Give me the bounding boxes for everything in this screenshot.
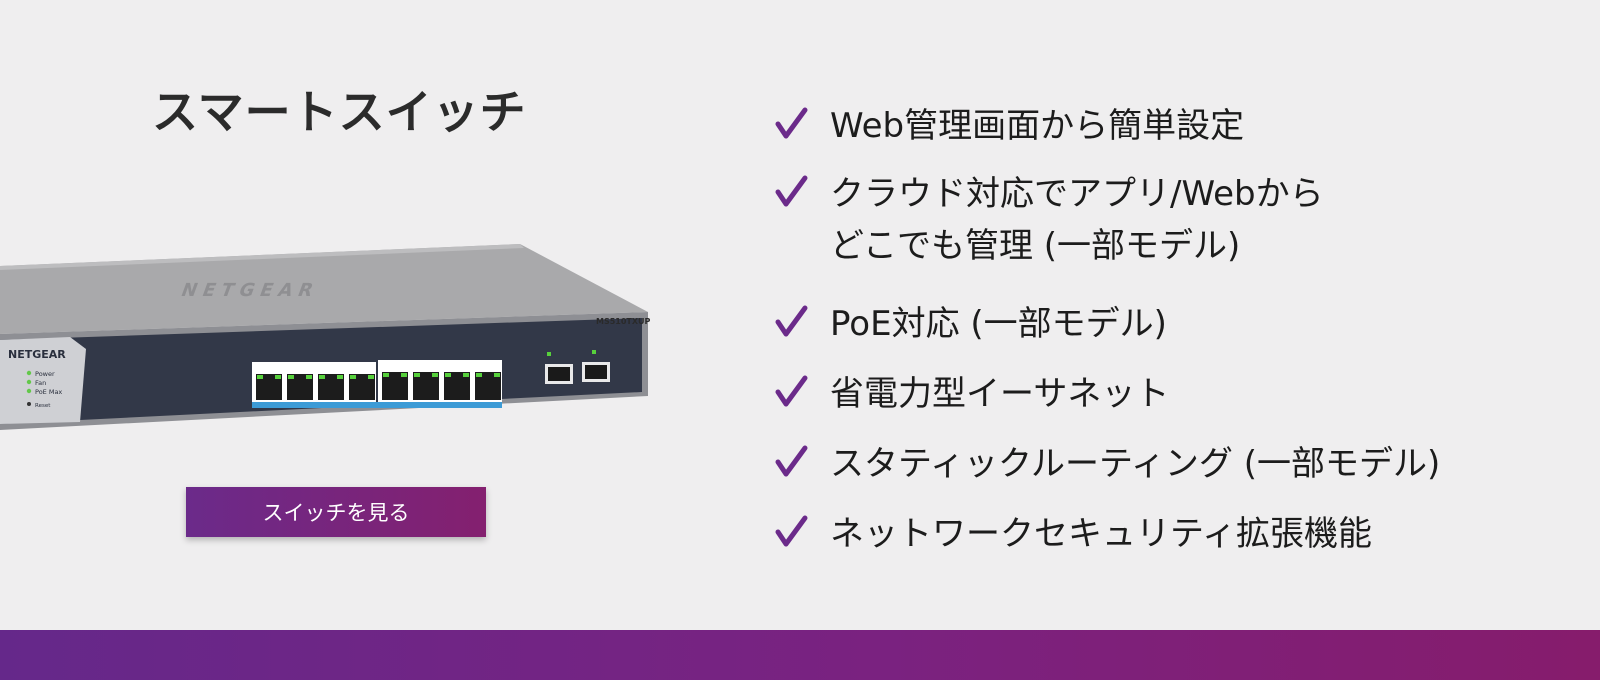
feature-item: PoE対応 (一部モデル) [772, 298, 1167, 350]
feature-item: ネットワークセキュリティ拡張機能 [772, 508, 1372, 560]
feature-text: スタティックルーティング (一部モデル) [830, 438, 1440, 490]
feature-item: クラウド対応でアプリ/Webからどこでも管理 (一部モデル) [772, 168, 1324, 272]
feature-text-line: ネットワークセキュリティ拡張機能 [830, 514, 1372, 554]
feature-text-line: Web管理画面から簡単設定 [830, 106, 1245, 146]
check-icon [775, 375, 808, 407]
check-icon [775, 175, 808, 207]
feature-item: Web管理画面から簡単設定 [772, 100, 1244, 152]
feature-text-line: どこでも管理 (一部モデル) [830, 226, 1241, 266]
feature-text-line: スタティックルーティング (一部モデル) [830, 444, 1441, 484]
feature-text: 省電力型イーサネット [830, 368, 1169, 420]
svg-text:Reset: Reset [35, 403, 51, 409]
feature-text-line: クラウド対応でアプリ/Webから [830, 174, 1324, 214]
feature-item: スタティックルーティング (一部モデル) [772, 438, 1440, 490]
feature-text-line: 省電力型イーサネット [830, 374, 1170, 414]
check-icon [775, 107, 808, 139]
view-switches-button[interactable]: スイッチを見る [186, 487, 486, 537]
switch-top-brand: NETGEAR [178, 281, 322, 301]
svg-text:PoE Max: PoE Max [35, 388, 62, 396]
check-icon [775, 445, 808, 477]
svg-text:Power: Power [35, 370, 55, 378]
page-title: スマートスイッチ [152, 85, 527, 139]
switch-model: MS510TXUP [596, 317, 650, 326]
feature-item: 省電力型イーサネット [772, 368, 1169, 420]
feature-text: PoE対応 (一部モデル) [830, 298, 1167, 350]
check-icon [775, 515, 808, 547]
feature-text: クラウド対応でアプリ/Webからどこでも管理 (一部モデル) [830, 168, 1324, 272]
svg-text:Fan: Fan [35, 379, 46, 387]
feature-text: ネットワークセキュリティ拡張機能 [830, 508, 1372, 560]
switch-product-image: NETGEAR NETGEAR MS510TXUP Power Fan PoE … [0, 236, 651, 446]
feature-text: Web管理画面から簡単設定 [830, 100, 1244, 152]
feature-text-line: PoE対応 (一部モデル) [830, 304, 1167, 344]
check-icon [775, 305, 808, 337]
switch-front-brand: NETGEAR [8, 348, 66, 361]
footer-gradient-bar [0, 630, 1600, 680]
